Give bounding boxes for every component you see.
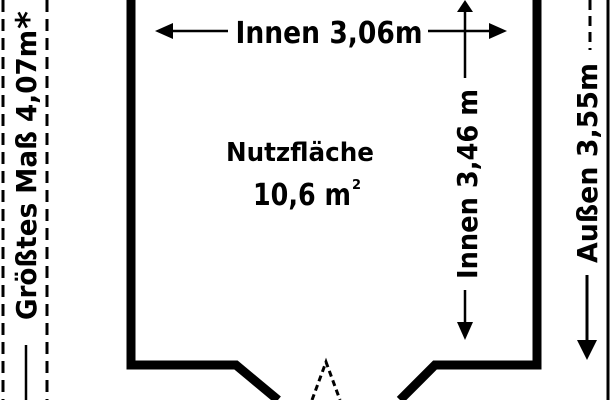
room-wall (126, 0, 542, 400)
max-dimension-label: Größtes Maß 4,07m (10, 30, 43, 320)
inner-width-label: Innen 3,06m (236, 16, 423, 51)
max-dimension-asterisk: * (9, 11, 49, 29)
area-value: 10,6 m (253, 178, 351, 213)
outer-depth-arrow (577, 0, 597, 360)
inner-width-arrow (155, 23, 507, 39)
inner-depth-label: Innen 3,46 m (451, 89, 484, 279)
inner-depth-arrow (457, 0, 473, 340)
outer-depth-label: Außen 3,55m (571, 63, 604, 263)
door-dashed-mark (310, 357, 342, 400)
area-unit-superscript: 2 (352, 178, 361, 193)
area-title: Nutzfläche (226, 138, 374, 168)
